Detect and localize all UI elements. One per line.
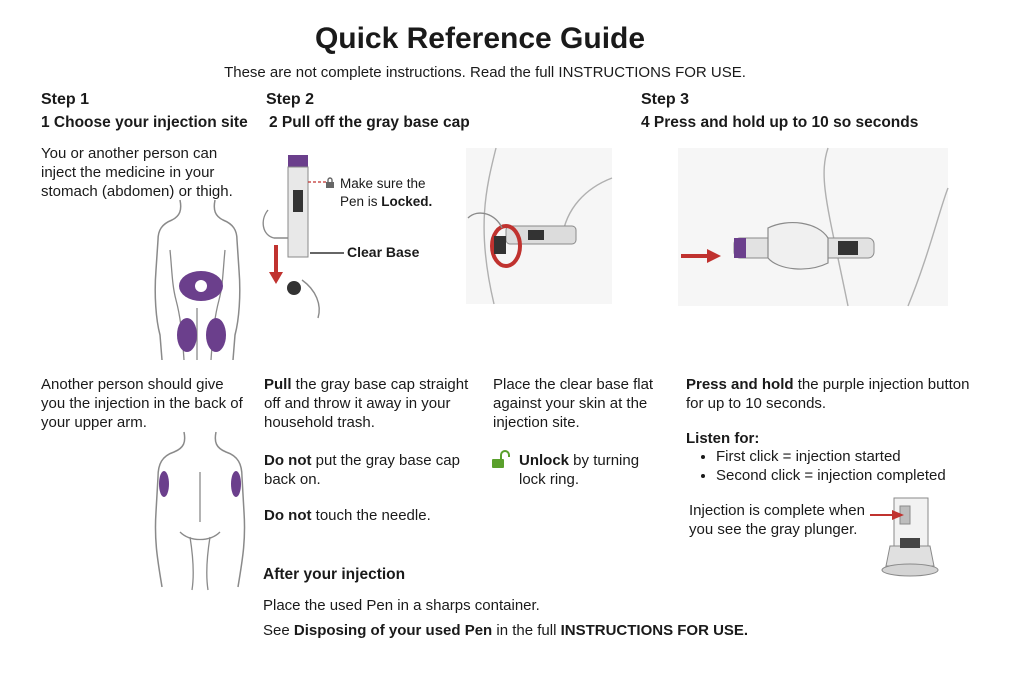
- pen-cap-illustration: [262, 155, 326, 319]
- thigh-right-site-mark: [206, 318, 226, 352]
- step1-label: Step 1: [41, 91, 90, 108]
- press-hold-illustration-panel: [678, 147, 949, 307]
- step1-text: You or another person can inject the med…: [41, 145, 233, 200]
- press-arrow-icon: [681, 249, 721, 263]
- pull-instruction: Pull the gray base cap straight off and …: [264, 376, 469, 431]
- after-line2: See Disposing of your used Pen in the fu…: [263, 622, 749, 639]
- after-line1: Place the used Pen in a sharps container…: [263, 597, 540, 614]
- unlock-illustration-panel: [466, 147, 613, 305]
- unlock-illustration: [467, 147, 613, 305]
- list-item: First click = injection started: [716, 447, 1016, 466]
- clear-base-pointer: [310, 252, 344, 254]
- arm-left-site-mark: [159, 471, 169, 497]
- step1-heading: 1 Choose your injection site: [41, 114, 248, 131]
- list-item: Second click = injection completed: [716, 466, 1016, 485]
- donot-needle-instruction: Do not touch the needle.: [264, 507, 431, 524]
- press-instruction: Press and hold the purple injection butt…: [686, 376, 970, 412]
- after-heading: After your injection: [263, 566, 406, 583]
- donot-cap-instruction: Do not put the gray base cap back on.: [264, 452, 460, 488]
- page-title: Quick Reference Guide: [314, 22, 646, 55]
- plunger-arrow-icon: [870, 510, 904, 520]
- unlock-instruction: Unlock by turning lock ring.: [519, 452, 640, 488]
- page-subtitle: These are not complete instructions. Rea…: [224, 64, 746, 81]
- unlocked-lock-icon: [492, 450, 510, 468]
- body-front-illustration: [154, 199, 241, 361]
- clear-base-label: Clear Base: [347, 244, 420, 260]
- plunger-illustration: [881, 497, 939, 577]
- step2-label: Step 2: [266, 91, 315, 108]
- press-hold-illustration: [733, 147, 949, 307]
- step3-label: Step 3: [641, 91, 690, 108]
- arm-right-site-mark: [231, 471, 241, 497]
- thigh-left-site-mark: [177, 318, 197, 352]
- listen-bullets: First click = injection started Second c…: [696, 447, 1016, 485]
- step1-text2: Another person should give you the injec…: [41, 376, 243, 431]
- listen-for-label: Listen for:: [686, 430, 760, 447]
- step2-heading: 2 Pull off the gray base cap: [269, 114, 470, 131]
- body-back-illustration: [154, 431, 246, 591]
- pen-locked-callout: Make sure the Pen is Locked.: [340, 176, 433, 209]
- lock-icon: [326, 177, 334, 188]
- place-base-instruction: Place the clear base flat against your s…: [493, 376, 654, 431]
- step3-heading: 4 Press and hold up to 10 so seconds: [641, 114, 919, 131]
- injection-complete-text: Injection is complete when you see the g…: [689, 502, 865, 538]
